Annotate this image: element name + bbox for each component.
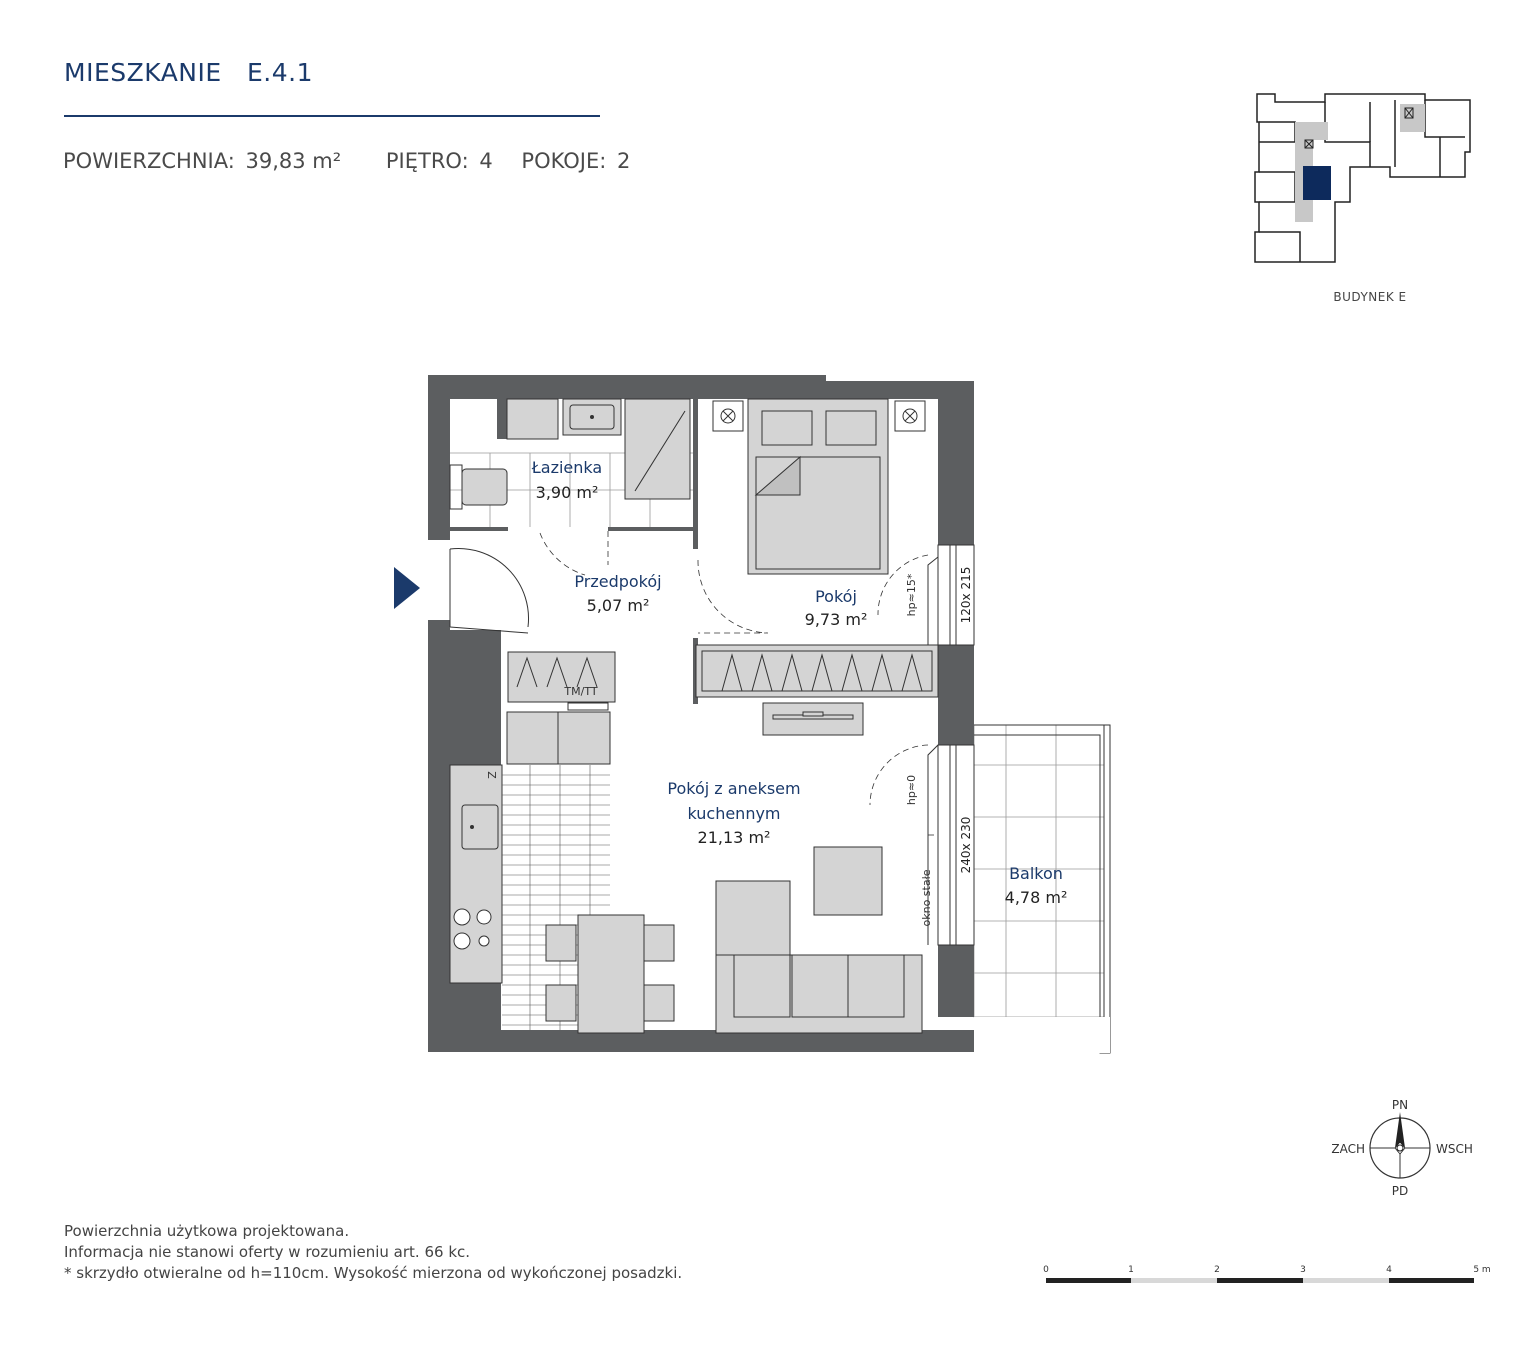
scale-label-0: 0 [1043,1265,1049,1275]
ventilation-icons [712,400,926,432]
bathroom-name: Łazienka [531,458,602,477]
compass: PN PD ZACH WSCH [1331,1098,1473,1198]
living-room-name-line2: kuchennym [687,804,780,823]
washer-dryer-label: TM/TT [563,685,597,698]
area-label: POWIERZCHNIA: [63,149,235,173]
scale-label-4: 4 [1386,1265,1392,1275]
scale-label-1: 1 [1128,1265,1134,1275]
bedroom-name: Pokój [815,587,857,606]
scale-label-3: 3 [1300,1265,1306,1275]
page-title: MIESZKANIE E.4.1 [64,58,313,87]
floor-label: PIĘTRO: [385,149,469,173]
apartment-stats: POWIERZCHNIA: 39,83 m² PIĘTRO: 4 POKOJE:… [63,149,634,173]
floor-plan: Łazienka 3,90 m² Przedpokój 5,07 m² Pokó… [428,375,1111,1054]
hallway-area: 5,07 m² [587,596,650,615]
fixed-window-label: okno stałe [920,869,933,926]
rooms-label: POKOJE: [521,149,607,173]
balcony-name: Balkon [1009,864,1063,883]
door-swings [539,531,938,836]
scale-label-2: 2 [1214,1265,1220,1275]
entrance-arrow-icon [394,567,420,609]
scale-bar: 0 1 2 3 4 5 m [1043,1265,1491,1283]
footer-notes: Powierzchnia użytkowa projektowana. Info… [64,1221,682,1284]
coffee-table [813,846,883,916]
bathroom-area: 3,90 m² [536,483,599,502]
balcony-area: 4,78 m² [1005,888,1068,907]
building-keyplan [1254,93,1471,263]
fridge-label: Z [485,771,498,779]
area-value: 39,83 m² [245,149,342,173]
sofa [715,846,923,1034]
dining-set [545,914,675,1034]
tv-unit [762,702,864,736]
apartment-code: E.4.1 [247,58,314,87]
title-word: MIESZKANIE [64,58,222,87]
compass-south: PD [1392,1184,1408,1198]
title-divider [64,115,600,117]
compass-west: ZACH [1331,1142,1365,1156]
bed [747,398,889,575]
kitchen-units [449,651,616,984]
hallway-name: Przedpokój [574,572,661,591]
footer-line-1: Powierzchnia użytkowa projektowana. [64,1222,350,1240]
bedroom-area: 9,73 m² [805,610,868,629]
floor-value: 4 [479,149,493,173]
footer-line-3: * skrzydło otwieralne od h=110cm. Wysoko… [64,1264,683,1282]
north-needle-icon [1395,1112,1405,1148]
rooms-value: 2 [616,149,631,173]
living-room-name-line1: Pokój z aneksem [667,779,800,798]
apartment-highlight [1303,166,1331,200]
wardrobe [695,644,939,698]
bedroom-sill-height: hp≈15* [905,573,918,616]
compass-east: WSCH [1436,1142,1473,1156]
living-window-dimension: 240x 230 [959,817,973,874]
living-room-area: 21,13 m² [698,828,771,847]
footer-line-2: Informacja nie stanowi oferty w rozumien… [64,1243,471,1261]
scale-label-5: 5 m [1473,1265,1490,1275]
living-sill-height: hp≈0 [905,775,918,805]
bedroom-window-dimension: 120x 215 [959,567,973,624]
building-label: BUDYNEK E [1333,290,1407,304]
compass-north: PN [1392,1098,1408,1112]
